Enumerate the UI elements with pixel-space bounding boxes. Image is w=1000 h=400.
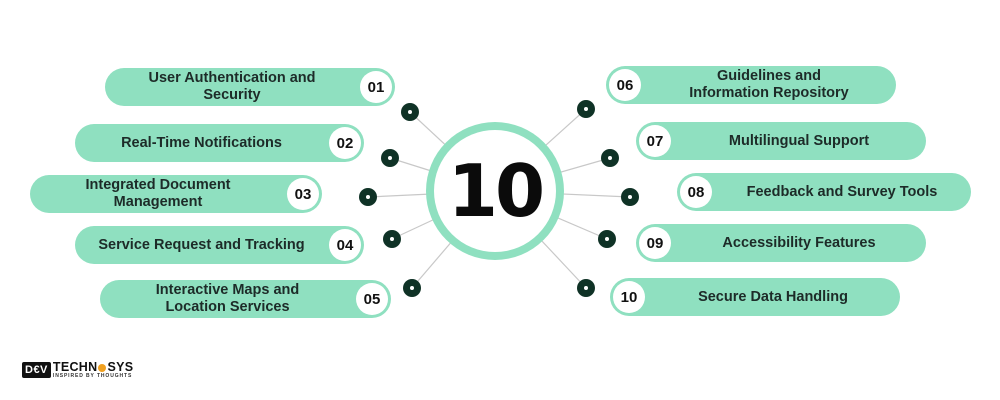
feature-item-08: 08 Feedback and Survey Tools [677, 173, 971, 211]
connector-dot-02 [381, 149, 399, 167]
feature-number: 09 [639, 227, 671, 259]
feature-item-07: 07 Multilingual Support [636, 122, 926, 160]
feature-number: 03 [287, 178, 319, 210]
feature-number: 07 [639, 125, 671, 157]
feature-label: Secure Data Handling [698, 288, 848, 305]
feature-item-06: 06 Guidelines and Information Repository [606, 66, 896, 104]
feature-number: 02 [329, 127, 361, 159]
feature-label: User Authentication and Security [148, 70, 316, 103]
feature-item-04: Service Request and Tracking 04 [75, 226, 364, 264]
center-circle-inner: 10 [434, 130, 556, 252]
feature-label: Integrated Document Management [85, 177, 231, 210]
center-number: 10 [447, 149, 545, 233]
brand-logo: D€V TECHN SYS INSPIRED BY THOUGHTS [22, 361, 133, 379]
feature-number: 01 [360, 71, 392, 103]
logo-name: TECHN SYS [52, 360, 134, 374]
logo-tagline: INSPIRED BY THOUGHTS [52, 373, 133, 379]
center-circle: 10 [426, 122, 564, 260]
feature-number: 05 [356, 283, 388, 315]
feature-item-02: Real-Time Notifications 02 [75, 124, 364, 162]
feature-label: Real-Time Notifications [121, 134, 282, 151]
feature-item-09: 09 Accessibility Features [636, 224, 926, 262]
feature-number: 04 [329, 229, 361, 261]
feature-number: 06 [609, 69, 641, 101]
connector-dot-09 [598, 230, 616, 248]
feature-label: Feedback and Survey Tools [746, 183, 938, 200]
feature-label: Service Request and Tracking [98, 236, 305, 253]
connector-dot-10 [577, 279, 595, 297]
feature-number: 10 [613, 281, 645, 313]
connector-dot-03 [359, 188, 377, 206]
logo-text: TECHN SYS INSPIRED BY THOUGHTS [53, 361, 133, 379]
logo-name-right: SYS [107, 360, 134, 374]
connector-dot-07 [601, 149, 619, 167]
connector-dot-05 [403, 279, 421, 297]
feature-item-03: Integrated Document Management 03 [30, 175, 322, 213]
feature-item-01: User Authentication and Security 01 [105, 68, 395, 106]
connector-dot-06 [577, 100, 595, 118]
feature-label: Guidelines and Information Repository [689, 68, 849, 101]
connector-dot-01 [401, 103, 419, 121]
feature-item-05: Interactive Maps and Location Services 0… [100, 280, 391, 318]
logo-name-left: TECHN [52, 360, 98, 374]
feature-label: Interactive Maps and Location Services [155, 282, 300, 315]
logo-mark: D€V [22, 362, 51, 378]
feature-label: Multilingual Support [728, 132, 870, 149]
feature-item-10: 10 Secure Data Handling [610, 278, 900, 316]
feature-number: 08 [680, 176, 712, 208]
connector-dot-08 [621, 188, 639, 206]
feature-label: Accessibility Features [722, 234, 876, 251]
connector-dot-04 [383, 230, 401, 248]
sun-icon [98, 363, 107, 372]
